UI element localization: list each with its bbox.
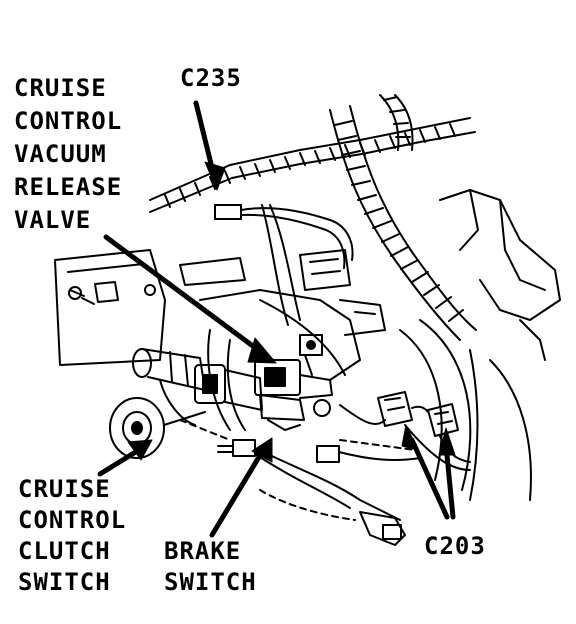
label-line: C235	[180, 64, 242, 92]
arrow-c235	[193, 100, 216, 175]
arrowhead-vacuum-valve	[247, 337, 277, 364]
c235-connector	[214, 204, 354, 326]
leader-arrows	[97, 100, 456, 538]
label-line: SWITCH	[164, 568, 257, 596]
label-line: CRUISE	[18, 475, 111, 503]
lower-harness	[179, 419, 421, 546]
arrow-heads	[127, 161, 456, 463]
label-c203: C203	[424, 530, 486, 563]
pedal-bracket-assembly	[199, 249, 386, 431]
dash-panel	[149, 117, 561, 361]
arrowhead-c235	[204, 161, 226, 191]
label-vacuum-release-valve: CRUISE CONTROL VACUUM RELEASE VALVE	[14, 72, 122, 237]
label-line: RELEASE	[14, 173, 123, 201]
arrowhead-c203-left	[401, 424, 419, 451]
label-line: BRAKE	[164, 537, 242, 565]
clutch-switch-assembly	[109, 348, 263, 459]
arrowhead-clutch-switch	[127, 439, 153, 461]
label-line: CONTROL	[14, 107, 123, 135]
arrow-vacuum-valve	[103, 234, 268, 358]
wiring-harness	[329, 94, 477, 341]
label-line: C203	[424, 532, 486, 560]
brake-switch-cluster	[254, 334, 333, 431]
arrowhead-brake-switch	[251, 437, 273, 463]
arrow-brake-switch	[209, 449, 265, 538]
label-line: CRUISE	[14, 74, 107, 102]
label-clutch-switch: CRUISE CONTROL CLUTCH SWITCH	[18, 474, 126, 598]
label-line: SWITCH	[18, 568, 111, 596]
label-brake-switch: BRAKE SWITCH	[164, 536, 257, 598]
arrowhead-c203-right	[438, 427, 456, 456]
label-line: VACUUM	[14, 140, 107, 168]
mounting-bracket	[54, 249, 246, 366]
label-line: CONTROL	[18, 506, 127, 534]
arrow-c203-right	[443, 442, 456, 520]
steering-column	[399, 319, 532, 501]
label-c235: C235	[180, 62, 242, 95]
label-line: VALVE	[14, 206, 92, 234]
label-line: CLUTCH	[18, 537, 111, 565]
arrow-c203-left	[409, 437, 450, 520]
